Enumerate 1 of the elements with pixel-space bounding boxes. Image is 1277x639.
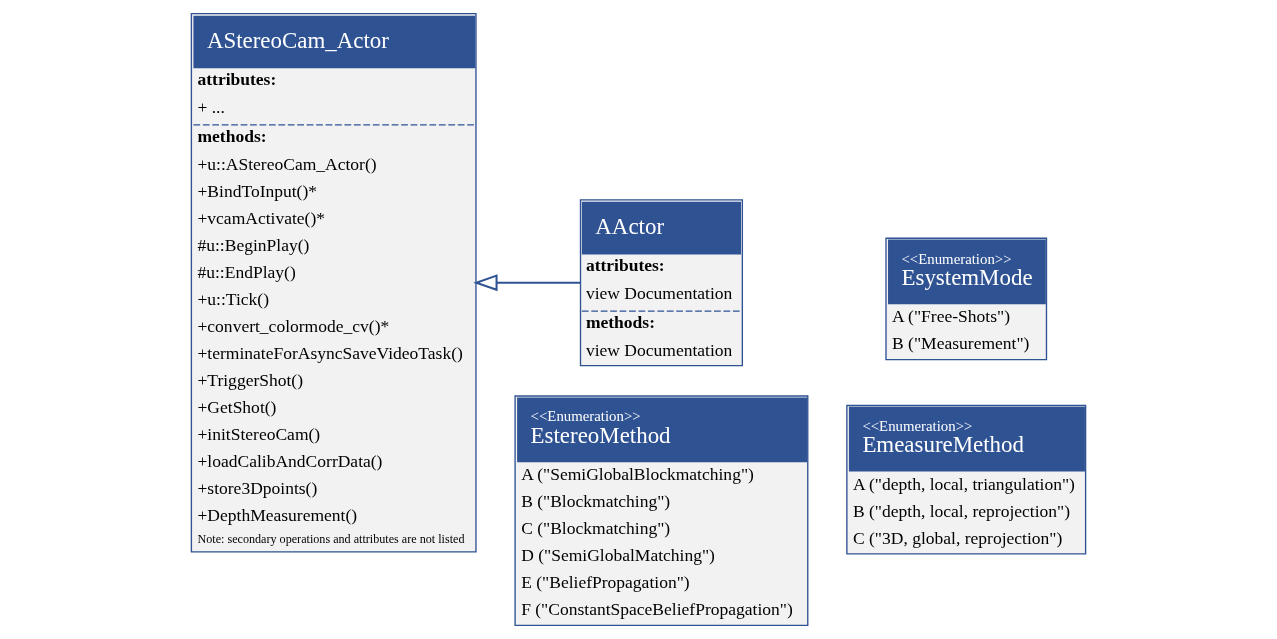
arrow xyxy=(473,274,581,292)
